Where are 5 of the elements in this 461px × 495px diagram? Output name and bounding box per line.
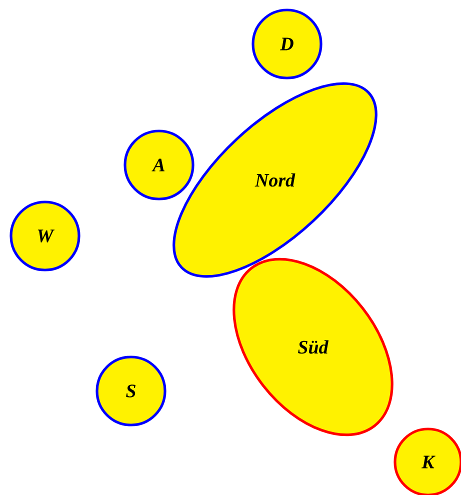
circle-node: S [96,356,166,426]
circle-node: A [124,130,194,200]
circle-node: D [252,8,322,80]
circle-node: K [394,428,461,495]
circle-node: W [10,200,80,272]
